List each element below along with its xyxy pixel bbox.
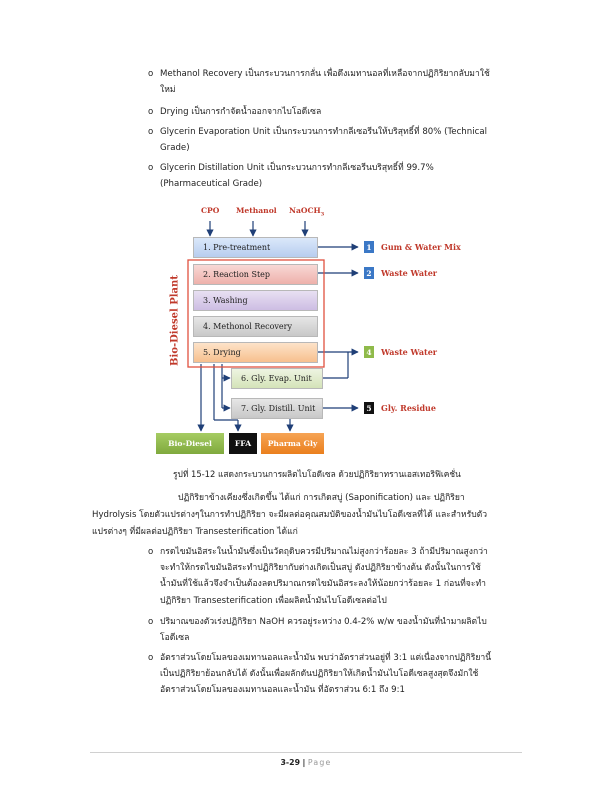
footer-divider (90, 752, 522, 753)
list-item: o Glycerin Evaporation Unit เป็นกระบวนกา… (148, 124, 526, 156)
page-footer: 3-29 | Page (0, 758, 612, 767)
bullet-marker: o (148, 69, 154, 79)
bullet-line: อัตราส่วนโดยโมลของเมทานอลและน้ำมัน ที่อั… (160, 685, 405, 696)
list-item: o Drying เป็นการกำจัดน้ำออกจากไบโอดีเซล (148, 104, 526, 120)
paragraph-line: แปรต่างๆ ที่มีผลต่อปฏิกิริยา Transesteri… (92, 527, 298, 537)
input-label-methanol: Methanol (236, 206, 277, 215)
list-item: o อัตราส่วนโดยโมลของเมทานอลและน้ำมัน พบว… (148, 650, 524, 699)
list-item: o Methanol Recovery เป็นกระบวนการกลั่น เ… (148, 66, 526, 98)
output-number-5: 5 (364, 402, 374, 414)
bullet-line: Grade) (160, 143, 190, 154)
list-item: o Glycerin Distillation Unit เป็นกระบวนก… (148, 160, 526, 192)
bullet-marker: o (148, 547, 154, 557)
output-label-waste-water-2: Waste Water (381, 347, 438, 357)
step-reaction: 2. Reaction Step (193, 264, 318, 285)
output-number-4: 4 (364, 346, 374, 358)
output-number-2: 2 (364, 267, 374, 279)
bullet-line: Glycerin Evaporation Unit เป็นกระบวนการท… (160, 127, 487, 137)
input-label-cpo: CPO (201, 206, 220, 215)
step-washing: 3. Washing (193, 290, 318, 311)
step-gly-evap: 6. Gly. Evap. Unit (231, 368, 323, 389)
footer-page-word: Page (307, 758, 332, 767)
page-number: 3-29 (280, 758, 300, 767)
step-drying: 5. Drying (193, 342, 318, 363)
bullet-line: Drying เป็นการกำจัดน้ำออกจากไบโอดีเซล (160, 107, 322, 117)
bullet-line: จะทำให้กรดไขมันอิสระทำปฏิกิริยากับด่างเก… (160, 563, 481, 574)
list-item: o ปริมาณของตัวเร่งปฏิกิริยา NaOH ควรอยู่… (148, 614, 524, 646)
bullet-line: น้ำมันที่ใช้แล้วจึงจำเป็นต้องลดปริมาณกรด… (160, 579, 486, 590)
bullet-line: อัตราส่วนโดยโมลของเมทานอลและน้ำมัน พบว่า… (160, 653, 492, 663)
step-methanol-recovery: 4. Methonol Recovery (193, 316, 318, 337)
figure-caption: รูปที่ 15-12 แสดงกระบวนการผลิตไบโอดีเซล … (173, 469, 461, 479)
footer-separator: | (302, 758, 306, 767)
bullet-line: Methanol Recovery เป็นกระบวนการกลั่น เพื… (160, 69, 490, 79)
bullet-line: ใหม่ (160, 85, 176, 96)
output-label-waste-water: Waste Water (381, 268, 438, 278)
bullet-marker: o (148, 127, 154, 137)
bullet-marker: o (148, 653, 154, 663)
output-number-1: 1 (364, 241, 374, 253)
bullet-line: ปริมาณของตัวเร่งปฏิกิริยา NaOH ควรอยู่ระ… (160, 617, 487, 627)
bullet-line: กรดไขมันอิสระในน้ำมันซึ่งเป็นวัตถุดิบควร… (160, 547, 488, 557)
step-pretreatment: 1. Pre-treatment (193, 237, 318, 258)
output-label-gum-water: Gum & Water Mix (381, 242, 461, 252)
input-label-naoch3: NaOCH3 (289, 206, 325, 218)
paragraph-line: Hydrolysis โดยตัวแปรต่างๆในการทำปฏิกิริย… (92, 510, 488, 520)
paragraph-line: ปฏิกิริยาข้างเคียงซึ่งเกิดขึ้น ได้แก่ กา… (178, 493, 465, 503)
bullet-marker: o (148, 163, 154, 173)
output-label-gly-residue: Gly. Residue (381, 403, 436, 413)
product-pharma-gly: Pharma Gly (261, 433, 324, 454)
product-biodiesel: Bio-Diesel (156, 433, 224, 454)
bullet-marker: o (148, 107, 154, 117)
list-item: o กรดไขมันอิสระในน้ำมันซึ่งเป็นวัตถุดิบค… (148, 544, 524, 609)
product-ffa: FFA (229, 433, 257, 454)
step-gly-distill: 7. Gly. Distill. Unit (231, 398, 323, 419)
plant-boundary (187, 259, 325, 368)
bullet-line: (Pharmaceutical Grade) (160, 179, 263, 190)
bullet-marker: o (148, 617, 154, 627)
bullet-line: ปฏิกิริยา Transesterification เพื่อผลิตน… (160, 595, 387, 606)
bullet-line: เป็นปฏิกิริยาย้อนกลับได้ ดังนั้นเพื่อผลั… (160, 669, 479, 680)
plant-side-label: Bio-Diesel Plant (169, 275, 181, 366)
bullet-line: โอดีเซล (160, 633, 190, 644)
bullet-line: Glycerin Distillation Unit เป็นกระบวนการ… (160, 163, 434, 173)
